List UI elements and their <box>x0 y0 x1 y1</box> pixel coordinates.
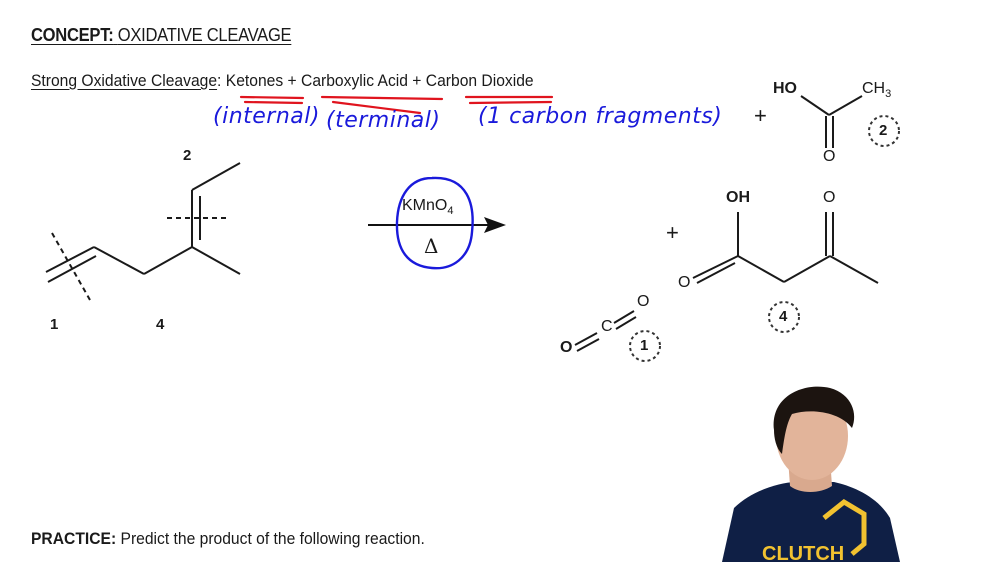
fragment-label-2: 2 <box>879 122 888 139</box>
practice-text: Predict the product of the following rea… <box>120 529 425 548</box>
concept-header: CONCEPT: OXIDATIVE CLEAVAGE <box>31 25 292 46</box>
fragment-label-1: 1 <box>640 337 649 354</box>
fragment-4-circle <box>768 301 800 333</box>
cleavage-dashed-lines <box>51 217 230 301</box>
presenter-figure: CLUTCH <box>722 386 900 562</box>
presenter-video: CLUTCH <box>712 378 902 562</box>
atom-o-left: O <box>560 339 573 356</box>
rule-label: Strong Oxidative Cleavage <box>31 71 218 90</box>
note-internal: (internal) <box>213 104 320 129</box>
atom-ch3-sub: 3 <box>885 88 892 101</box>
reactant-label-2: 2 <box>183 147 192 164</box>
note-terminal: (terminal) <box>326 108 441 133</box>
reactant-label-4: 4 <box>156 316 165 333</box>
reagent-subscript: 4 <box>447 205 454 218</box>
carbon-dioxide-structure <box>574 310 637 352</box>
practice-prompt: PRACTICE: Predict the product of the fol… <box>31 529 425 549</box>
plus-sign: + <box>754 103 767 128</box>
atom-c: C <box>601 318 613 335</box>
cleavage-rule: Strong Oxidative Cleavage: Ketones + Car… <box>31 71 534 91</box>
rule-colon: : <box>217 71 222 90</box>
rule-product-carbon-dioxide: Carbon Dioxide <box>425 71 534 90</box>
rule-plus: + <box>287 71 297 90</box>
atom-ch3: CH3 <box>862 80 891 100</box>
atom-o: O <box>823 148 836 165</box>
heat-symbol: Δ <box>424 234 439 258</box>
concept-title: OXIDATIVE CLEAVAGE <box>117 25 292 45</box>
atom-ho: HO <box>773 80 797 97</box>
rule-plus: + <box>412 71 422 90</box>
atom-o-ketone: O <box>823 189 836 206</box>
reactant-molecule <box>45 162 241 283</box>
note-one-carbon-fragments: (1 carbon fragments) <box>478 104 723 129</box>
red-underline-marks <box>239 95 554 115</box>
shirt-logo-text: CLUTCH <box>762 543 844 562</box>
atom-oh: OH <box>726 189 750 206</box>
keto-acid-structure <box>692 212 879 284</box>
atom-o-acid: O <box>678 274 691 291</box>
reactant-label-1: 1 <box>50 316 59 333</box>
reagent-circle-mark <box>395 176 474 270</box>
plus-sign: + <box>666 220 679 245</box>
rule-product-carboxylic-acid: Carboxylic Acid <box>301 71 408 90</box>
practice-label: PRACTICE: <box>31 529 117 548</box>
fragment-2-circle <box>868 115 900 147</box>
fragment-label-4: 4 <box>779 308 788 325</box>
reagent-name: KMnO <box>402 197 448 214</box>
rule-product-ketones: Ketones <box>225 71 284 90</box>
atom-ch: CH <box>862 80 886 97</box>
concept-label: CONCEPT: <box>31 25 114 45</box>
reaction-arrow <box>368 217 506 233</box>
reagent-kmno4: KMnO4 <box>402 197 453 217</box>
atom-o-right: O <box>637 293 650 310</box>
fragment-1-circle <box>629 330 661 362</box>
acetic-acid-structure <box>800 95 863 148</box>
